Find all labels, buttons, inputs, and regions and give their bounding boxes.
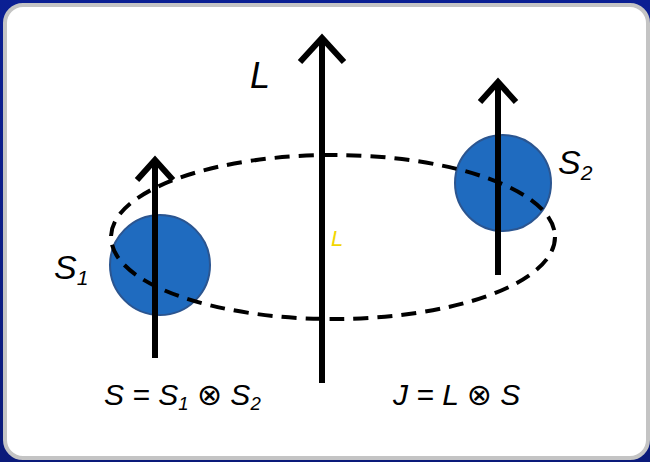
particle-two	[455, 135, 551, 231]
equation-label: J = L ⊗ S	[393, 380, 520, 410]
orbital-momentum-arrow	[319, 38, 325, 383]
momentum-label: L	[331, 228, 343, 250]
arrow-head	[137, 160, 173, 180]
orbit-ellipse	[111, 155, 555, 319]
equation-label: S = S1 ⊗ S2	[104, 380, 261, 414]
panel-background	[3, 3, 650, 460]
spin-label: S1	[54, 250, 88, 288]
spin-one-arrow	[152, 160, 158, 358]
arrow-head	[300, 38, 344, 62]
momentum-label: L	[250, 58, 270, 94]
spin-two-arrow	[495, 82, 501, 275]
arrow-head	[480, 82, 516, 102]
spin-label: S2	[558, 145, 592, 183]
